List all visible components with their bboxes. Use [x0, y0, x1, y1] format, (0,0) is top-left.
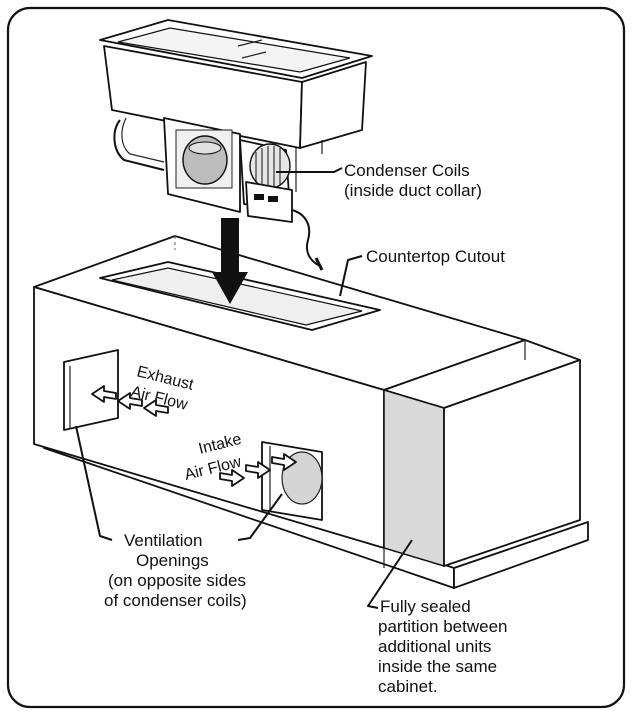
sealed-partition: [383, 388, 445, 568]
countertop-cutout: [99, 261, 381, 331]
intake-arrows: [219, 453, 297, 487]
label-vent-line1: Ventilation: [124, 531, 202, 550]
drop-in-unit: [99, 19, 373, 271]
callout-lines: [75, 167, 413, 609]
label-vent-line4: of condenser coils): [104, 591, 247, 610]
label-partition-line4: inside the same: [378, 657, 497, 676]
exhaust-arrows: [91, 385, 169, 417]
label-vent-line3: (on opposite sides: [108, 571, 246, 590]
label-partition-line5: cabinet.: [378, 677, 438, 696]
label-partition-line2: partition between: [378, 617, 507, 636]
label-condenser-line1: Condenser Coils: [344, 161, 470, 180]
label-condenser-line2: (inside duct collar): [344, 181, 482, 200]
label-countertop: Countertop Cutout: [366, 247, 505, 266]
exhaust-opening: [63, 349, 119, 431]
down-arrow: [212, 218, 248, 304]
label-vent-line2: Openings: [136, 551, 209, 570]
labels: Condenser Coils (inside duct collar) Cou…: [104, 161, 507, 696]
label-partition-line1: Fully sealed: [380, 597, 471, 616]
label-partition-line3: additional units: [378, 637, 491, 656]
